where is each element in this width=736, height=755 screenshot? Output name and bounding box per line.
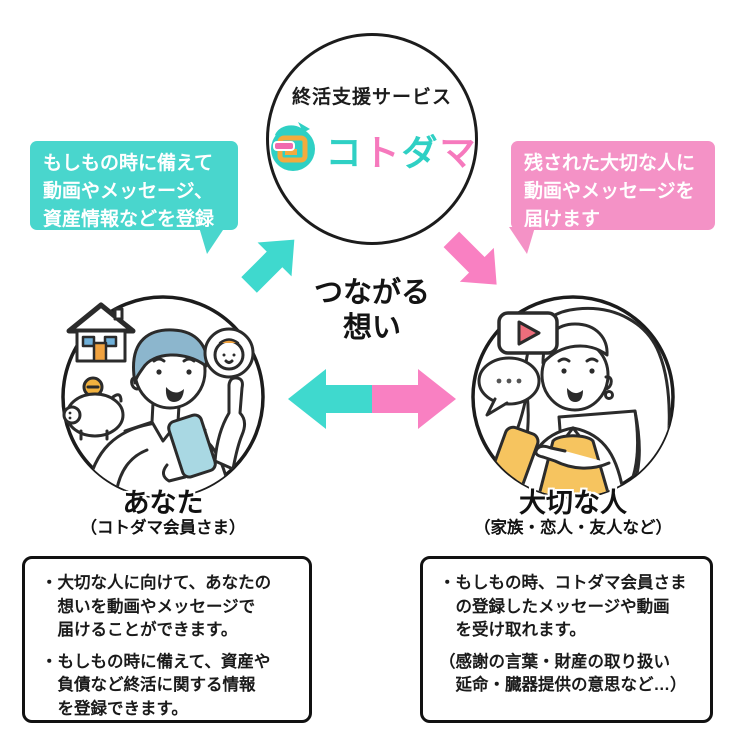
member-name-label: あなた bbox=[122, 488, 204, 518]
brand-letter-to: ト bbox=[363, 131, 402, 173]
brand-name: コトダマ bbox=[325, 124, 477, 176]
member-illustration bbox=[61, 295, 265, 499]
recipient-name-label: 大切な人 bbox=[519, 488, 627, 518]
center-message-line2: 想い bbox=[342, 312, 401, 344]
member-info-bullet-1: ・大切な人に向けて、あなたの 想いを動画やメッセージで 届けることができます。 bbox=[41, 574, 272, 639]
service-circle: 終活支援サービス コトダマ bbox=[266, 33, 478, 245]
kotodama-logo-icon bbox=[266, 121, 318, 178]
member-speech-bubble: もしもの時に備えて 動画やメッセージ、 資産情報などを登録 bbox=[30, 141, 238, 230]
video-play-icon bbox=[497, 311, 559, 355]
member-info-box: ・大切な人に向けて、あなたの 想いを動画やメッセージで 届けることができます。 … bbox=[22, 556, 312, 723]
member-info-bullet-2: ・もしもの時に備えて、資産や 負債など終活に関する情報 を登録できます。 bbox=[41, 652, 271, 718]
recipient-info-note: （感謝の言葉・財産の取り扱い 延命・臓器提供の意思など…） bbox=[439, 652, 687, 695]
recipient-role-label: （家族・恋人・友人など） bbox=[474, 519, 672, 537]
center-message-line1: つながる bbox=[313, 277, 430, 309]
left-right-double-arrow bbox=[288, 369, 456, 429]
recipient-info-box: ・もしもの時、コトダマ会員さま の登録したメッセージや動画 を受け取れます。 （… bbox=[420, 556, 713, 723]
brand-letter-ko: コ bbox=[325, 131, 364, 173]
baby-icon bbox=[203, 327, 255, 379]
recipient-illustration bbox=[471, 295, 675, 499]
brand-logo: コトダマ bbox=[266, 121, 477, 178]
piggy-bank-icon bbox=[62, 376, 125, 441]
member-role-label: （コトダマ会員さま） bbox=[80, 519, 246, 537]
service-category-label: 終活支援サービス bbox=[291, 87, 452, 108]
brand-letter-ma: マ bbox=[439, 131, 478, 173]
brand-letter-da: ダ bbox=[401, 131, 440, 173]
recipient-speech-bubble: 残された大切な人に 動画やメッセージを 届けます bbox=[511, 141, 715, 230]
recipient-info-bullet-1: ・もしもの時、コトダマ会員さま の登録したメッセージや動画 を受け取れます。 bbox=[439, 574, 687, 639]
up-right-arrow bbox=[241, 239, 295, 293]
center-message: つながる 想い bbox=[292, 276, 452, 346]
house-icon bbox=[66, 302, 136, 363]
chat-bubble-icon bbox=[477, 356, 541, 417]
down-right-arrow bbox=[443, 231, 497, 285]
